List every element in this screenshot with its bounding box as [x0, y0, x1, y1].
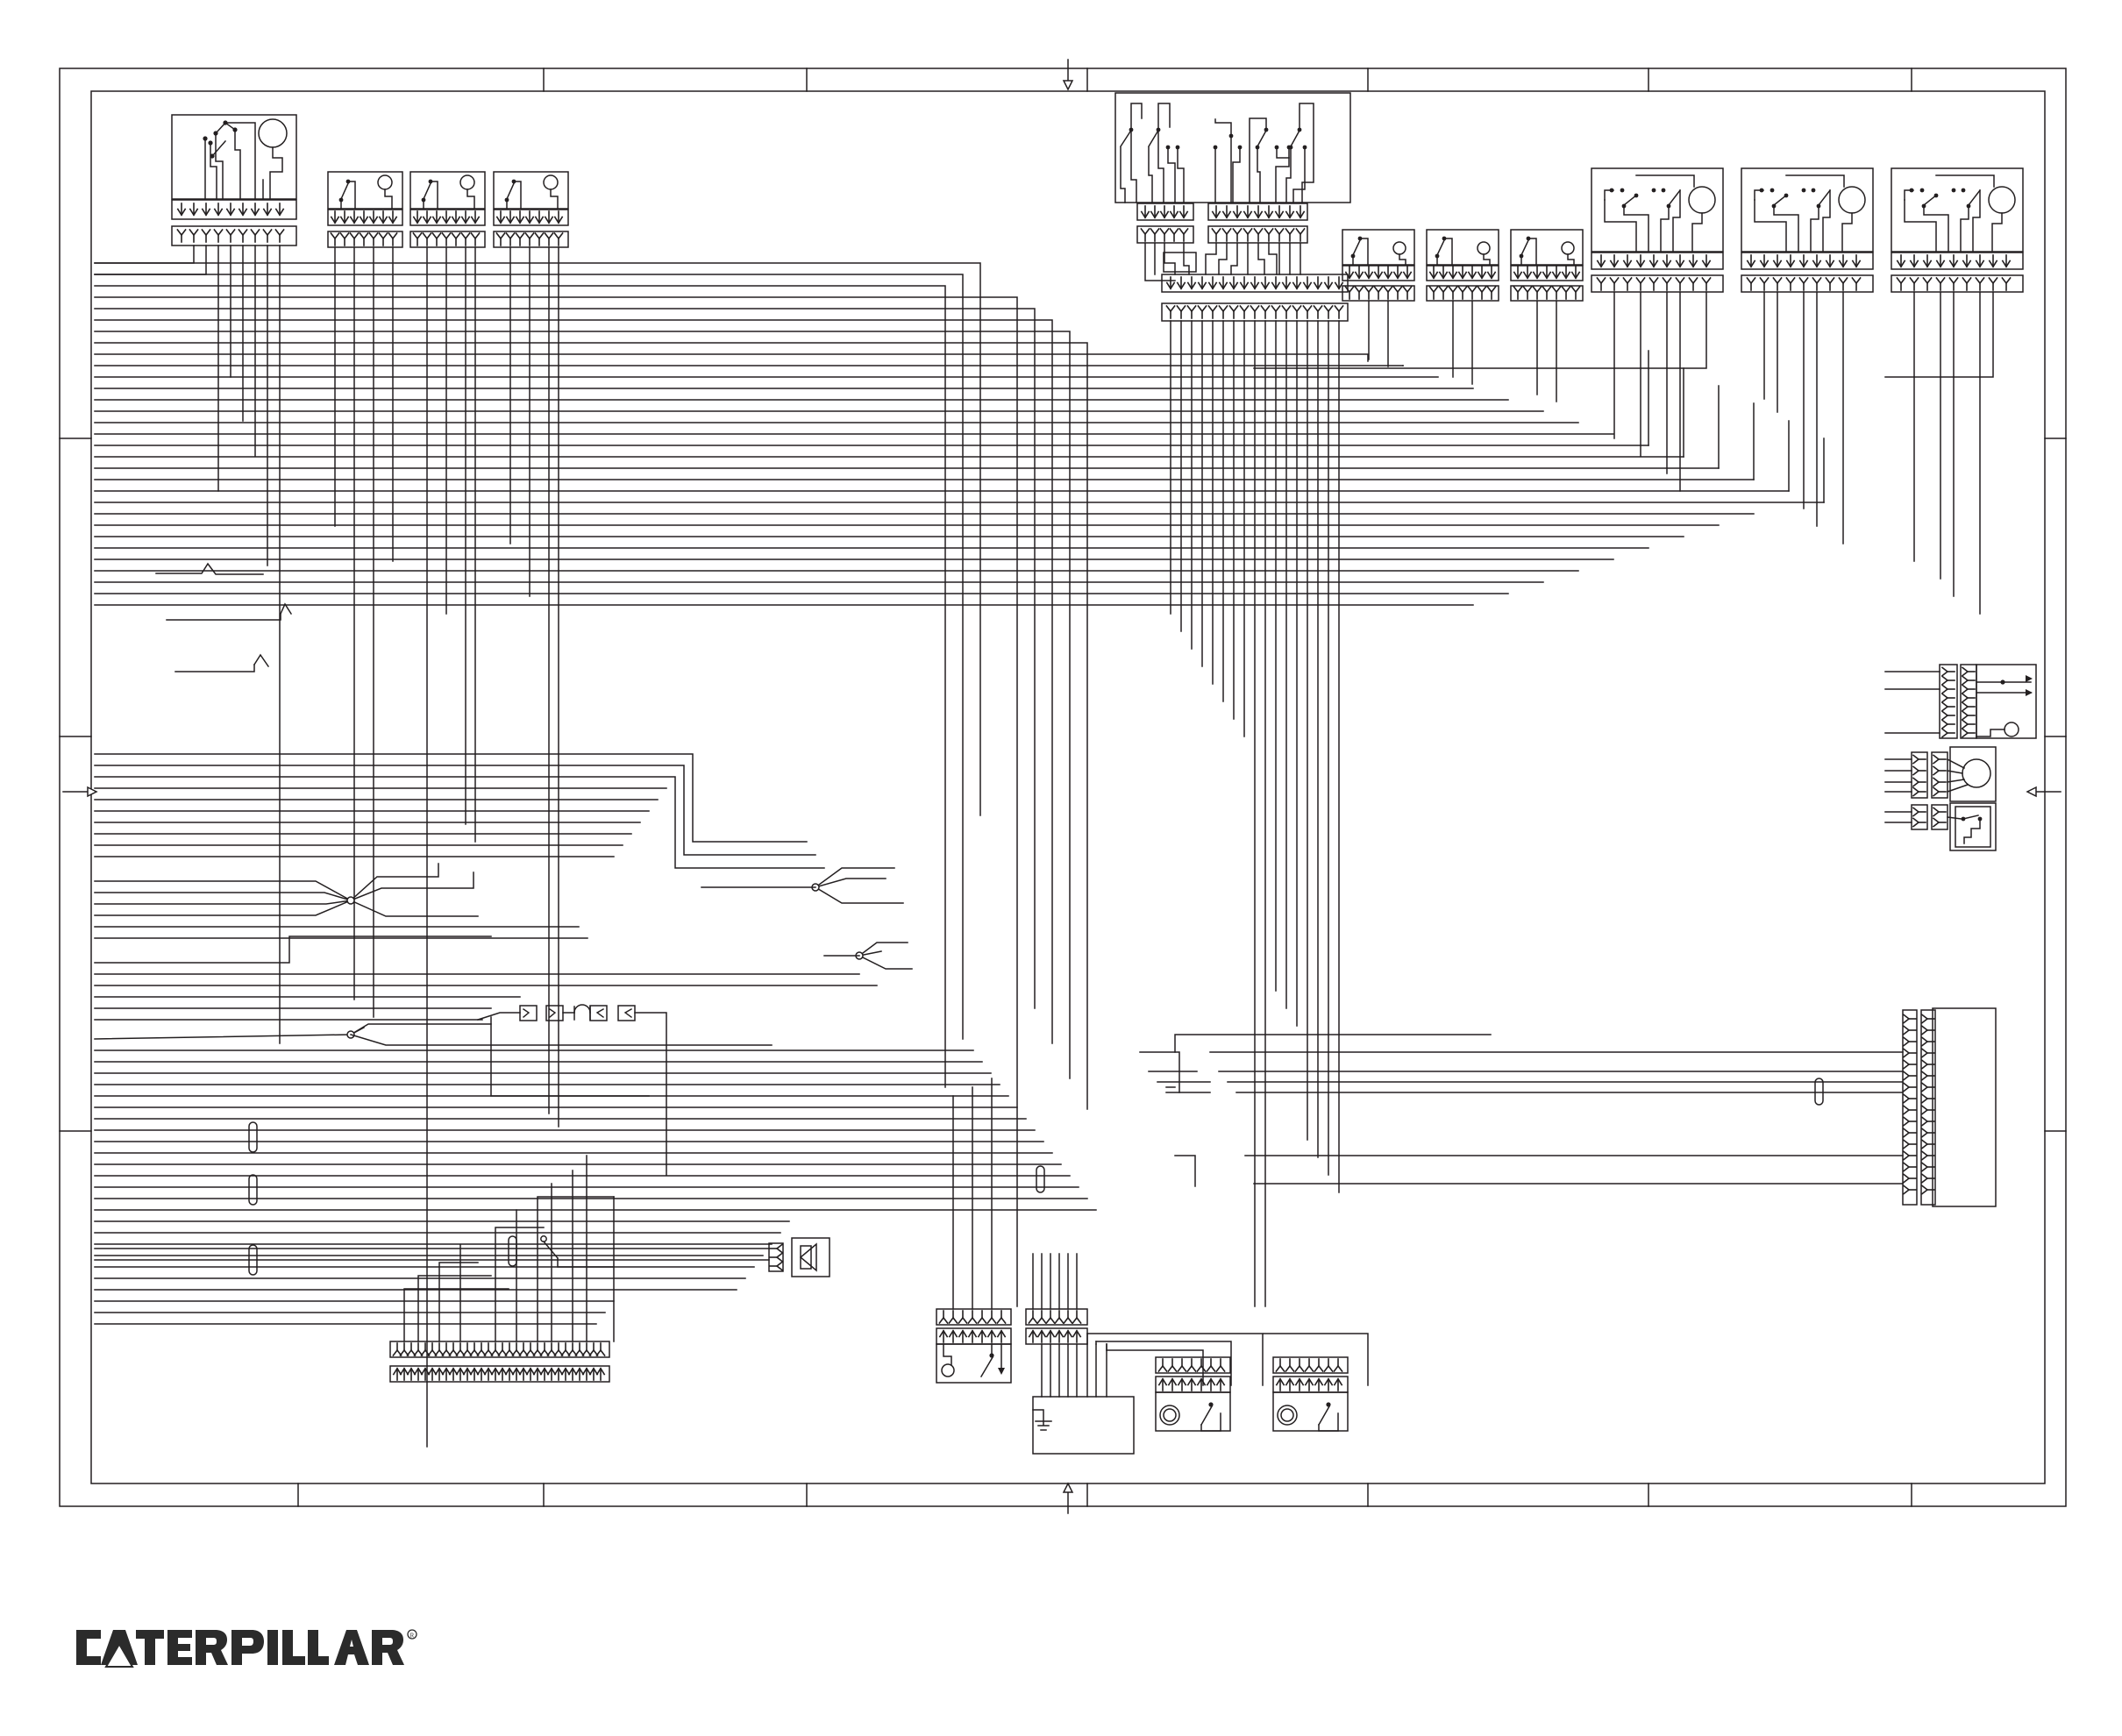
lower-routing-wires [613, 1034, 1492, 1342]
main-switch-panel [171, 114, 297, 200]
caterpillar-logo [76, 1630, 329, 1668]
bottom-lamp-module-B [1272, 1356, 1349, 1432]
wire-jog-group [155, 562, 293, 672]
center-arrow-left [62, 786, 98, 798]
center-arrow-top [1062, 59, 1074, 91]
splice-cluster-mid [94, 936, 860, 1046]
operator-panel-big-connector [1161, 274, 1349, 322]
bottom-left-switch [540, 1235, 615, 1268]
right-motor-assembly [1884, 746, 1997, 802]
switch-module-group-left [327, 171, 569, 1448]
upper-bundle-risers [1402, 350, 1825, 503]
relay-box-assembly [1025, 1253, 1369, 1455]
main-panel-connector-male [171, 199, 297, 220]
operator-console-panel [1114, 92, 1351, 203]
bottom-left-switch-module [936, 1078, 1012, 1384]
center-arrow-right [2026, 786, 2061, 798]
switch-module-group-center [1342, 229, 1584, 402]
drawing-border [59, 59, 2067, 1514]
upper-wire-bundle [94, 262, 1825, 1307]
splice-cluster-right-mid [701, 867, 913, 970]
splice-cluster-left-mid [94, 863, 479, 917]
horn-assembly [94, 1237, 830, 1277]
caterpillar-logo-tail: R [334, 1629, 417, 1665]
right-small-switch-assembly [1884, 802, 1997, 851]
chassis-harness-connector [389, 1155, 615, 1383]
operator-panel-connector-right [1207, 203, 1308, 244]
svg-text:R: R [410, 1633, 415, 1640]
center-arrow-bottom [1062, 1482, 1074, 1514]
main-panel-connector-female [171, 225, 297, 246]
ecu-module [1209, 1007, 1997, 1207]
operator-panel-connector-left [1136, 203, 1194, 244]
right-sensor-assembly [1884, 664, 2037, 739]
bottom-lamp-module-A [1155, 1356, 1231, 1432]
right-long-bus [1139, 1051, 1211, 1187]
lower-wire-bundle [94, 753, 1097, 1325]
lamp-switch-module-group-right [1253, 167, 2024, 615]
inline-fuse-assembly [477, 1004, 667, 1097]
